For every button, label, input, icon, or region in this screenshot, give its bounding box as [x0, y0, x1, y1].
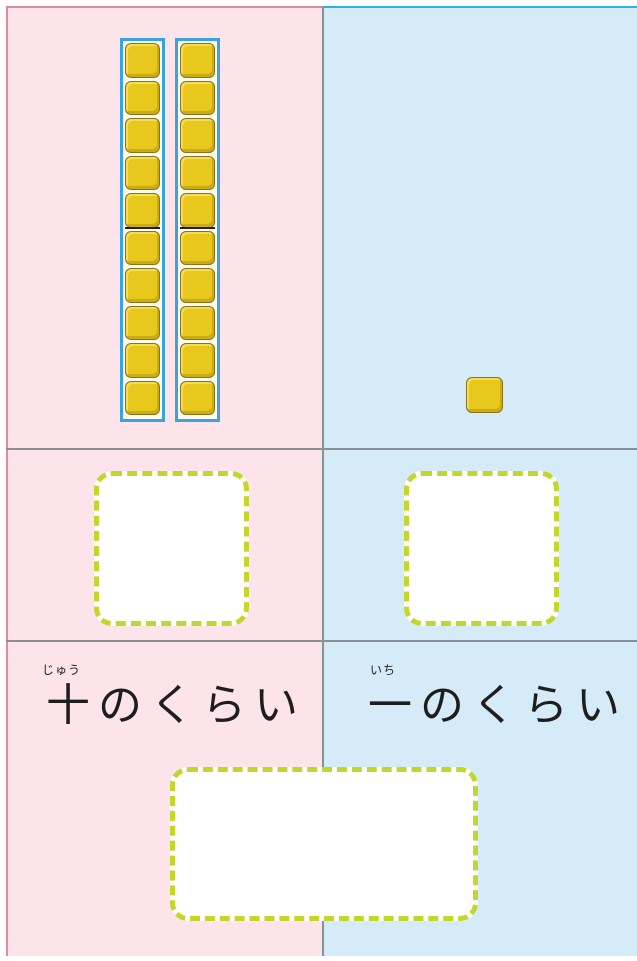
unit-cube	[125, 43, 160, 78]
unit-cube	[125, 381, 160, 416]
tens-place-ruby: じゅう	[42, 664, 81, 676]
rod-halfway-mark	[125, 227, 160, 229]
tens-place-label: 十のくらい	[46, 684, 306, 728]
unit-cube	[125, 343, 160, 378]
unit-cube	[180, 381, 215, 416]
unit-cube	[125, 193, 160, 228]
unit-cube	[180, 193, 215, 228]
unit-cube	[180, 156, 215, 191]
unit-cube	[180, 43, 215, 78]
tens-digit-answer-box[interactable]	[94, 471, 249, 626]
unit-cube	[180, 343, 215, 378]
ten-rod-1[interactable]	[120, 38, 165, 422]
row-divider-bottom	[6, 640, 637, 642]
unit-cube	[180, 268, 215, 303]
unit-cube	[125, 306, 160, 341]
ten-rod-2[interactable]	[175, 38, 220, 422]
row-divider-top	[6, 448, 637, 450]
unit-cube	[125, 231, 160, 266]
unit-cube	[180, 306, 215, 341]
unit-cube	[180, 81, 215, 116]
unit-cube	[125, 81, 160, 116]
ones-digit-answer-box[interactable]	[404, 471, 559, 626]
ones-place-label: 一のくらい	[368, 684, 628, 728]
unit-cube	[125, 156, 160, 191]
one-cube[interactable]	[466, 377, 503, 413]
unit-cube	[125, 268, 160, 303]
ones-place-ruby: いち	[370, 664, 396, 676]
number-answer-box[interactable]	[170, 767, 478, 921]
unit-cube	[180, 118, 215, 153]
unit-cube	[125, 118, 160, 153]
rod-halfway-mark	[180, 227, 215, 229]
unit-cube	[180, 231, 215, 266]
